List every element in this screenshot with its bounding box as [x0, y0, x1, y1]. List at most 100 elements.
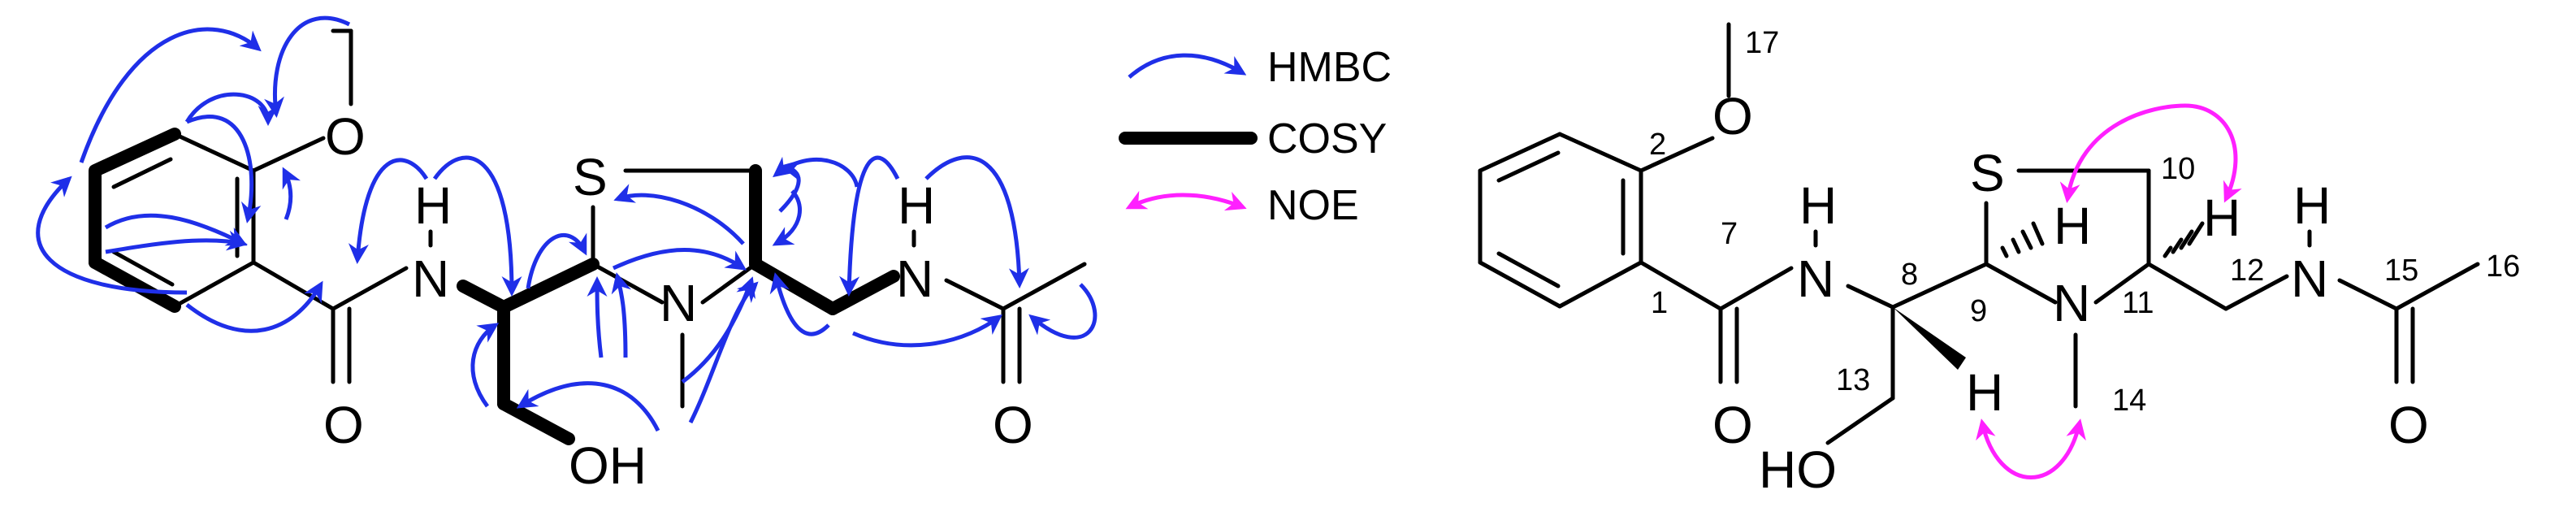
atom-o-methoxy-right: O [1712, 87, 1753, 145]
bond-n-c15 [944, 278, 1006, 311]
noe-arrow-h8-h14 [1976, 418, 2086, 479]
legend-hmbc-label: HMBC [1267, 44, 1392, 91]
atom-h-amide1-right: H [1799, 176, 1837, 235]
bond-c9-n-right [1984, 262, 2058, 305]
hmbc-arrow [1028, 283, 1098, 340]
label-c9: 9 [1970, 294, 1987, 328]
atom-n-amide2: N [896, 249, 933, 308]
cosy-nh-c8 [457, 280, 510, 314]
hmbc-arrow [778, 159, 803, 213]
bond-n-c11 [700, 262, 758, 305]
ring-inner-bond [111, 249, 175, 287]
label-c11: 11 [2122, 286, 2154, 320]
bond-c2-o [1639, 136, 1715, 173]
left-structure: O O N H OH S N N H O [36, 15, 1098, 495]
hash-segment [2171, 237, 2184, 254]
atom-n-amide1: N [412, 249, 449, 308]
cosy-ring-bonds-a [89, 128, 181, 269]
atom-h8: H [1966, 363, 2003, 422]
atom-h-amide2-right: H [2293, 176, 2331, 235]
hash-c9-h [2000, 221, 2045, 258]
bond-c15-c16-right [2394, 262, 2480, 311]
bond-n-c11-right [2093, 262, 2151, 305]
noe-correlations [1976, 103, 2242, 479]
label-c12: 12 [2230, 254, 2264, 288]
hmbc-arrow [185, 280, 323, 333]
atom-n-amide1-right: N [1797, 249, 1834, 308]
legend-noe-icon [1125, 190, 1247, 211]
cosy-c13-oh [497, 397, 575, 445]
bond-c11-c12-right [2146, 262, 2228, 311]
ring-inner-bond [1496, 150, 1561, 183]
atom-s-ring: S [573, 148, 608, 206]
cosy-c8-c9 [497, 258, 600, 314]
atom-o-carbonyl1: O [323, 396, 364, 454]
hmbc-arrow [612, 248, 747, 271]
legend-cosy-label: COSY [1267, 115, 1387, 163]
hash-segment [2187, 221, 2205, 246]
atom-n-ring: N [660, 274, 697, 332]
ring-bond [172, 260, 256, 309]
ring-bond [1478, 260, 1562, 309]
hmbc-correlations [36, 15, 1098, 432]
atom-h-amide2: H [898, 176, 935, 235]
atom-s-ring-right: S [1970, 144, 2005, 202]
atom-n-ring-right: N [2053, 274, 2090, 332]
hmbc-arrow [773, 156, 859, 188]
label-c17: 17 [1745, 26, 1779, 60]
bond-n-c15-right [2337, 278, 2399, 311]
atom-o-methoxy: O [325, 107, 366, 166]
hmbc-arrow [839, 155, 900, 297]
atom-h9: H [2054, 197, 2091, 255]
hash-c11-h [2163, 221, 2205, 258]
legend-hmbc-icon [1128, 53, 1247, 79]
ring-inner-bond [1496, 251, 1561, 288]
atom-oh: OH [569, 436, 647, 495]
hmbc-arrow [470, 323, 500, 408]
bond-c12-n-right [2223, 274, 2289, 311]
hash-segment [2020, 229, 2033, 250]
hash-segment [2179, 229, 2194, 250]
label-c16: 16 [2486, 249, 2520, 284]
hmbc-arrow [852, 314, 1003, 348]
hmbc-arrow [348, 158, 429, 264]
hmbc-arrow [432, 155, 522, 297]
hmbc-arrow [772, 189, 803, 246]
noe-arrow-h9-h11 [2059, 103, 2242, 203]
atom-o-carbonyl1-right: O [1712, 396, 1753, 454]
label-c13: 13 [1836, 363, 1870, 397]
right-structure: 2 1 O 17 O 7 N H 8 H 13 HO 9 S 10 N [1478, 22, 2520, 499]
hash-segment [2031, 221, 2045, 246]
bond-c7-n [331, 266, 409, 311]
hmbc-arrow [613, 184, 745, 245]
bond-c1-c7-right [1639, 260, 1723, 311]
label-c15: 15 [2384, 254, 2418, 288]
atom-o-carbonyl2: O [993, 396, 1033, 454]
hmbc-arrow [186, 115, 262, 223]
label-c1: 1 [1651, 286, 1668, 320]
atom-o-carbonyl2-right: O [2388, 396, 2429, 454]
wedge-c8-h [1893, 307, 1966, 370]
bond-c7-n-right [1718, 266, 1794, 311]
label-c7: 7 [1721, 217, 1738, 251]
hmbc-arrow [36, 176, 188, 295]
label-c2: 2 [1649, 128, 1666, 162]
legend: HMBC COSY NOE [1119, 44, 1392, 229]
hmbc-arrow [79, 27, 262, 163]
bond-c9-n [591, 262, 665, 305]
right-benzene-ring [1478, 132, 1643, 309]
bond-c2-o [251, 136, 326, 173]
bond-c15-c16 [1001, 262, 1087, 311]
bond-c13-o-right [1825, 396, 1895, 445]
atom-n-amide2-right: N [2291, 249, 2328, 308]
hmbc-arrow [924, 155, 1029, 288]
legend-noe-label: NOE [1267, 182, 1359, 229]
hash-segment [2000, 245, 2009, 258]
atom-h-amide1: H [414, 176, 452, 235]
ring-bond [1557, 260, 1643, 309]
hmbc-arrow [769, 272, 830, 336]
cosy-c11-c12 [749, 258, 839, 315]
bond-c8-c9-right [1890, 262, 1989, 310]
